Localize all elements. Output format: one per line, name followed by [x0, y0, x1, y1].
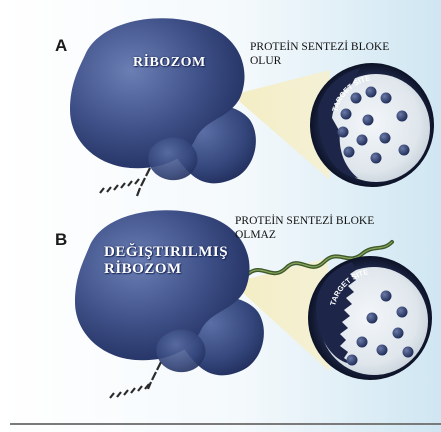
ribosome-label-a: RİBOZOM [133, 54, 206, 71]
ribosome-label-b: DEĞIŞTIRILMIŞ RİBOZOM [104, 244, 228, 278]
caption-a: PROTEİN SENTEZİ BLOKE OLUR [250, 40, 389, 68]
panel-a-letter: A [55, 36, 67, 56]
caption-a-line1: PROTEİN SENTEZİ BLOKE [250, 40, 389, 54]
caption-b-line1: PROTEİN SENTEZİ BLOKE [235, 214, 374, 228]
panel-b-letter: B [55, 230, 67, 250]
ribosome-label-b-line2: RİBOZOM [104, 261, 228, 278]
caption-b-line2: OLMAZ [235, 228, 374, 242]
caption-a-line2: OLUR [250, 54, 389, 68]
ribosome-label-b-line1: DEĞIŞTIRILMIŞ [104, 244, 228, 261]
caption-b: PROTEİN SENTEZİ BLOKE OLMAZ [235, 214, 374, 242]
